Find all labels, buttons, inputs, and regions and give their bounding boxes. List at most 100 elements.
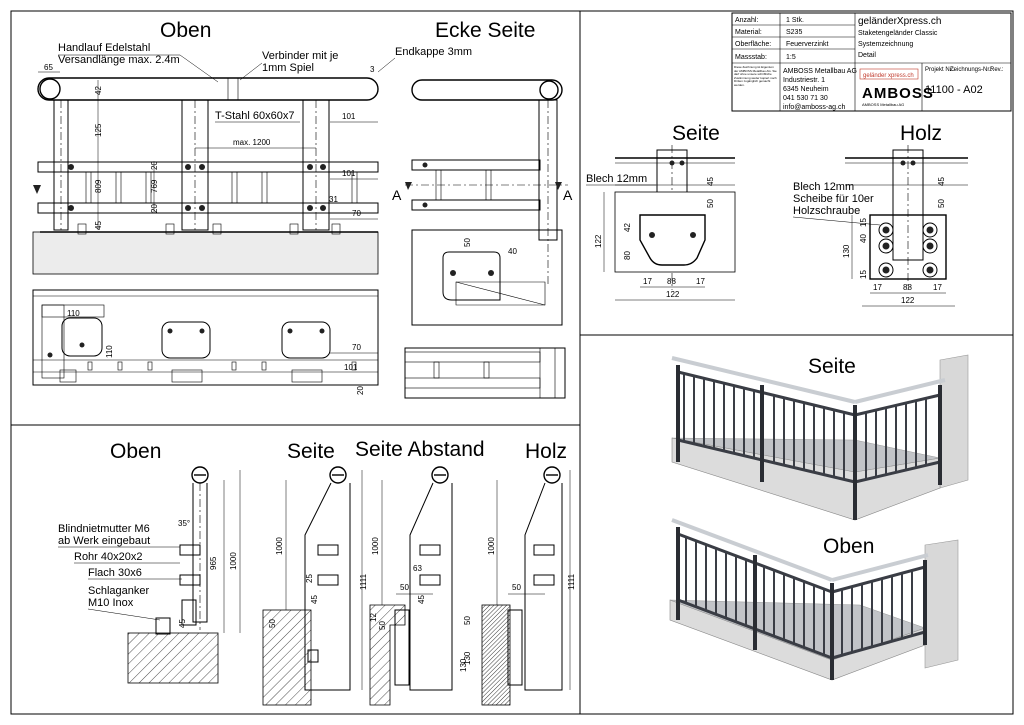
dim-h50: 50 — [937, 199, 946, 208]
dim-h1000: 1000 — [487, 537, 496, 555]
section-label-a-right: A — [563, 187, 573, 203]
title-block: Anzahl: 1 Stk. Material: S235 Oberfläche… — [731, 12, 1012, 112]
dim-a130: 130 — [459, 658, 468, 672]
tb-phone: 041 530 71 30 — [783, 95, 828, 102]
dim-s80: 80 — [623, 251, 632, 260]
view-section-oben: Oben Blindnietmutter M6 ab Werk eingebau… — [58, 440, 241, 684]
dim-s88: 88 — [667, 277, 676, 286]
dim-a45: 45 — [417, 595, 426, 604]
tb-drawing-no: 11100 - A02 — [925, 84, 983, 96]
tb-massstab-value: 1:5 — [786, 54, 796, 61]
dim-101c: 101 — [344, 363, 358, 372]
dim-h15b: 15 — [859, 270, 868, 279]
label-blindniet-line2: ab Werk eingebaut — [58, 535, 150, 547]
dim-42: 42 — [94, 86, 103, 95]
dim-s45: 45 — [706, 177, 715, 186]
dim-s50: 50 — [268, 619, 277, 628]
render-title-oben: Oben — [823, 535, 874, 558]
label-schlag-line1: Schlaganker — [88, 585, 149, 597]
dim-h130: 130 — [842, 244, 851, 258]
dim-s50: 50 — [706, 199, 715, 208]
render-title-seite: Seite — [808, 355, 856, 378]
view-title-plate-holz: Holz — [900, 122, 942, 145]
label-tstahl: T-Stahl 60x60x7 — [215, 110, 295, 122]
tb-massstab-label: Massstab: — [735, 54, 767, 61]
dim-s1111: 1111 — [359, 573, 368, 590]
tb-zeich-label: Zeichnungs-Nr.: — [950, 67, 993, 73]
label-handlauf-line2: Versandlänge max. 2.4m — [58, 54, 180, 66]
dim-h50b: 50 — [463, 616, 472, 625]
label-schlag-line2: M10 Inox — [88, 597, 134, 609]
dim-s17a: 17 — [643, 277, 652, 286]
dim-70a: 70 — [352, 209, 361, 218]
view-title-section-oben: Oben — [110, 440, 161, 463]
view-ecke-seite: Ecke Seite A A 50 40 — [392, 19, 573, 399]
label-blech-holz: Blech 12mm — [793, 181, 854, 193]
view-title-section-seite: Seite — [287, 440, 335, 463]
render-oben: Oben — [669, 518, 959, 681]
tb-anzahl-value: 1 Stk. — [786, 17, 804, 24]
dim-s122w: 122 — [666, 290, 680, 299]
view-title-oben: Oben — [160, 19, 211, 42]
dim-50: 50 — [463, 238, 472, 247]
dim-o45: 45 — [178, 619, 187, 628]
view-title-section-holz: Holz — [525, 440, 567, 463]
tb-note: Diese Zeichnung ist Eigentum der AMBOSS … — [734, 66, 777, 87]
dim-110b: 110 — [105, 345, 114, 358]
label-blech-seite: Blech 12mm — [586, 173, 647, 185]
dim-20b: 20 — [150, 204, 159, 213]
dim-s122h: 122 — [594, 234, 603, 248]
tb-brand: geländerXpress.ch — [858, 16, 941, 27]
view-section-seite: Seite 1000 1111 25 45 50 — [262, 440, 368, 706]
dim-a1000: 1000 — [371, 537, 380, 555]
view-oben-front: Oben Handlauf Ede — [32, 19, 472, 275]
dim-809: 809 — [94, 179, 103, 193]
tb-material-value: S235 — [786, 29, 802, 36]
dim-h17a: 17 — [873, 283, 882, 292]
dim-h88: 88 — [903, 283, 912, 292]
label-holzschraube: Holzschraube — [793, 205, 860, 217]
label-rohr: Rohr 40x20x2 — [74, 551, 143, 563]
dim-h50: 50 — [512, 583, 521, 592]
view-title-plate-seite: Seite — [672, 122, 720, 145]
dim-o1000: 1000 — [229, 552, 238, 570]
dim-a12: 12 — [369, 613, 378, 622]
label-verbinder-line2: 1mm Spiel — [262, 62, 314, 74]
dim-s17b: 17 — [696, 277, 705, 286]
view-title-ecke-seite: Ecke Seite — [435, 19, 535, 42]
tb-proj-label: Projekt Nr.: — [925, 67, 955, 73]
label-flach: Flach 30x6 — [88, 567, 142, 579]
dim-45: 45 — [94, 221, 103, 230]
dim-h15a: 15 — [859, 218, 868, 227]
tb-product-line3: Detail — [858, 52, 876, 59]
view-title-section-abstand: Seite Abstand — [355, 438, 485, 461]
tb-email: info@amboss-ag.ch — [783, 104, 845, 111]
dim-h40: 40 — [859, 234, 868, 243]
dim-101b: 101 — [342, 169, 356, 178]
tb-oberflaeche-label: Oberfläche: — [735, 41, 771, 48]
dim-o35: 35° — [178, 519, 190, 528]
dim-h45: 45 — [937, 177, 946, 186]
dim-65: 65 — [44, 63, 53, 72]
tb-rev-label: Rev.: — [990, 67, 1004, 73]
dim-h1111: 1111 — [567, 573, 576, 590]
dim-s42: 42 — [623, 223, 632, 232]
view-section-holz: Holz 1000 1111 50 50 130 — [463, 440, 576, 706]
tb-anzahl-label: Anzahl: — [735, 17, 758, 24]
section-label-a-left: A — [392, 187, 402, 203]
dim-h17b: 17 — [933, 283, 942, 292]
dim-h122: 122 — [901, 296, 915, 305]
tb-product-line1: Staketengeländer Classic — [858, 30, 938, 37]
dim-70b: 70 — [352, 343, 361, 352]
dim-31: 31 — [329, 195, 338, 204]
sheet-border — [10, 10, 1014, 715]
dim-s25: 25 — [305, 574, 314, 583]
dim-o965: 965 — [209, 556, 218, 570]
dim-125: 125 — [94, 123, 103, 137]
dim-h130: 130 — [463, 651, 472, 665]
render-seite: Seite — [671, 354, 969, 521]
label-verbinder-line1: Verbinder mit je — [262, 50, 338, 62]
label-scheibe: Scheibe für 10er — [793, 193, 874, 205]
dim-a50b: 50 — [378, 621, 387, 630]
